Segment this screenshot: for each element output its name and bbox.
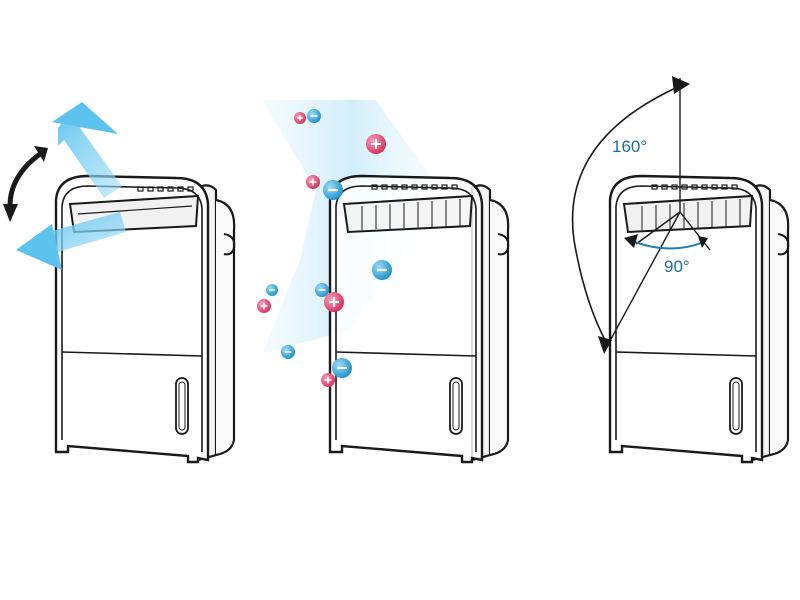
panel-ion-release	[257, 100, 510, 464]
air-purifier-unit	[54, 174, 236, 464]
swing-rotation-arrow	[3, 146, 48, 222]
panel-swing-airflow	[3, 102, 236, 464]
positive-ion	[257, 299, 271, 313]
airflow-down-arrow	[16, 212, 126, 270]
positive-ion	[294, 112, 306, 124]
negative-ion	[307, 109, 321, 123]
positive-ion	[366, 134, 386, 154]
air-purifier-unit	[328, 174, 510, 464]
horizontal-angle-label: 90°	[664, 257, 690, 276]
negative-ion	[323, 180, 343, 200]
negative-ion	[281, 345, 295, 359]
negative-ion	[266, 284, 278, 296]
panel-louver-angles: 160° 90°	[571, 76, 790, 464]
positive-ion	[324, 292, 344, 312]
positive-ion	[321, 373, 335, 387]
negative-ion	[372, 260, 392, 280]
positive-ion	[306, 175, 320, 189]
vertical-angle-guide: 160°	[571, 76, 690, 354]
negative-ion	[332, 358, 352, 378]
vertical-angle-label: 160°	[612, 137, 647, 156]
horizontal-angle-guide: 90°	[624, 211, 711, 276]
air-purifier-unit	[608, 174, 790, 464]
ion-particles	[257, 109, 392, 387]
airflow-up-arrow	[52, 102, 122, 198]
negative-ion	[315, 283, 329, 297]
